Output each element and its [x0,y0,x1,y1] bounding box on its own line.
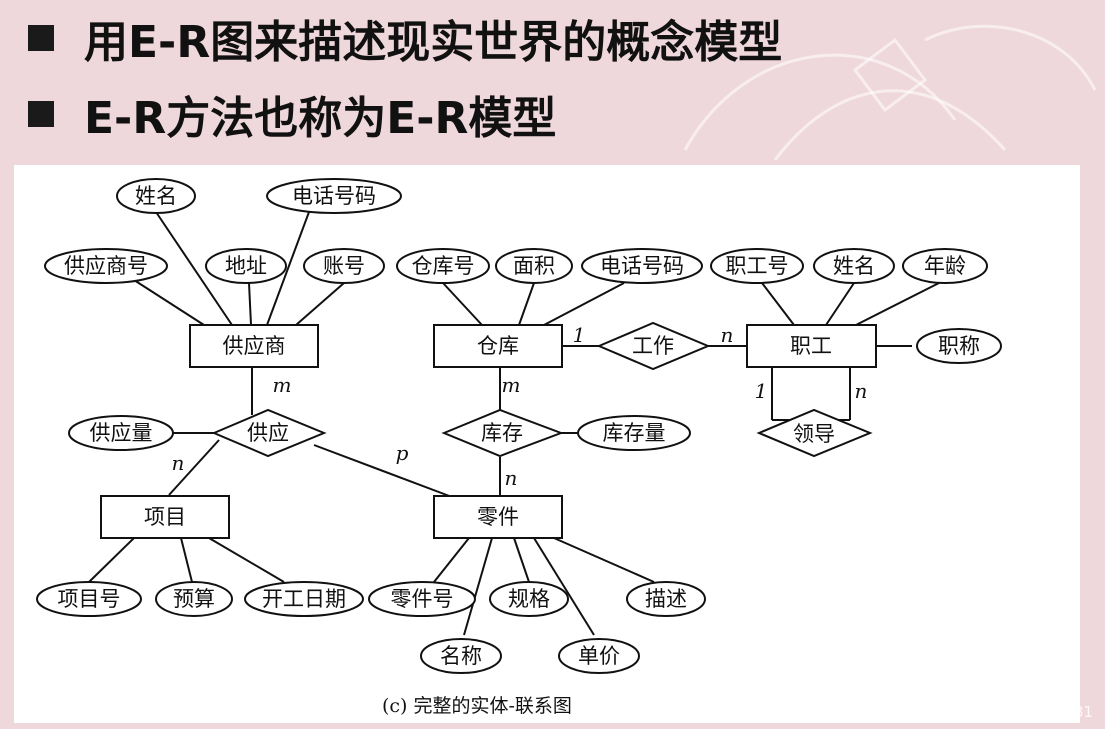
bullet-2-text: E-R方法也称为E-R模型 [84,93,557,144]
bullet-1-text: 用E-R图来描述现实世界的概念模型 [84,17,783,68]
attr-employee-name-ellipse [813,248,895,284]
attr-part-spec-ellipse [489,581,569,617]
card-lead-left: 1 [755,379,768,403]
attr-supplier-no: 供应商号 [64,254,148,278]
relationship-work-label: 工作 [632,334,674,358]
attr-warehouse-no-ellipse [396,248,490,284]
card-supplier-supply: m [273,373,292,397]
bullet-square-icon [28,25,54,51]
entity-employee-label: 职工 [790,334,832,358]
relationship-work-diamond [596,321,711,371]
attr-supplier-name: 姓名 [135,184,177,208]
card-work-employee: n [721,323,734,347]
attr-employee-no: 职工号 [726,254,789,278]
attr-part-desc: 描述 [645,587,687,611]
attr-employee-name: 姓名 [833,254,875,278]
background-decoration [683,24,1097,161]
attr-warehouse-no: 仓库号 [412,254,475,278]
card-warehouse-work: 1 [573,323,586,347]
attr-part-no-ellipse [368,581,476,617]
attr-warehouse-area: 面积 [513,254,555,278]
entity-part-box [433,495,563,539]
attr-project-start-ellipse [244,581,364,617]
attr-supplier-no-ellipse [44,248,168,284]
relationship-supply-diamond [211,408,327,458]
entity-supplier-label: 供应商 [223,334,286,358]
attr-project-no: 项目号 [58,587,121,611]
attr-part-price: 单价 [578,644,620,668]
relationship-stock-diamond [441,408,564,458]
er-diagram: 供应商 仓库 职工 项目 零件 工作 供应 库存 领导 姓名 电话号码 供应商号… [36,178,1002,717]
bullet-item-2: E-R方法也称为E-R模型 [28,82,556,146]
attr-project-no-ellipse [36,581,142,617]
relationship-lead-label: 领导 [793,422,835,446]
attr-supplier-account-ellipse [303,248,385,284]
attr-project-budget: 预算 [173,587,215,611]
attr-warehouse-phone-ellipse [581,248,703,284]
attr-warehouse-area-ellipse [495,248,573,284]
attr-part-no: 零件号 [391,587,454,611]
attr-supplier-phone-ellipse [266,178,402,214]
relationship-supply-label: 供应 [247,421,289,445]
attr-project-budget-ellipse [155,581,233,617]
attr-stock-qty: 库存量 [603,421,666,445]
attr-part-spec: 规格 [508,587,550,611]
entity-part-label: 零件 [477,505,519,529]
attr-supply-qty: 供应量 [90,421,153,445]
attr-warehouse-phone: 电话号码 [600,254,684,278]
attr-part-name-ellipse [420,638,502,674]
attr-part-desc-ellipse [626,581,706,617]
watermark-url: https://blog.csdn.net/weixin_46218781 [800,703,1093,721]
entity-project-label: 项目 [144,505,186,529]
relationship-lead-diamond [756,408,873,458]
entity-warehouse-label: 仓库 [477,334,519,358]
attr-stock-qty-ellipse [577,415,691,451]
attr-supplier-address-ellipse [205,248,287,284]
er-diagram-panel: 供应商 仓库 职工 项目 零件 工作 供应 库存 领导 姓名 电话号码 供应商号… [14,165,1080,723]
attr-supply-qty-ellipse [68,415,174,451]
attr-supplier-account: 账号 [323,254,365,278]
attr-part-price-ellipse [558,638,640,674]
relationship-stock-label: 库存 [481,421,523,445]
entity-employee-box [746,324,877,368]
attr-supplier-name-ellipse [116,178,196,214]
entity-warehouse-box [433,324,563,368]
attr-employee-no-ellipse [710,248,804,284]
attr-employee-title-ellipse [916,328,1002,364]
entity-project-box [100,495,230,539]
entity-supplier-box [189,324,319,368]
card-stock-part: n [505,466,518,490]
card-warehouse-stock: m [502,373,521,397]
bullet-item-1: 用E-R图来描述现实世界的概念模型 [28,6,782,70]
attr-employee-age: 年龄 [924,254,966,278]
card-supply-project: n [172,451,185,475]
bullet-square-icon [28,101,54,127]
attr-employee-age-ellipse [902,248,988,284]
attr-part-name: 名称 [440,644,482,668]
card-lead-right: n [855,379,868,403]
attr-supplier-address: 地址 [225,254,267,278]
attr-supplier-phone: 电话号码 [292,184,376,208]
card-supply-part: p [396,441,409,465]
diagram-caption: (c) 完整的实体-联系图 [382,695,572,717]
attr-project-start: 开工日期 [262,587,346,611]
attr-employee-title: 职称 [938,334,980,358]
